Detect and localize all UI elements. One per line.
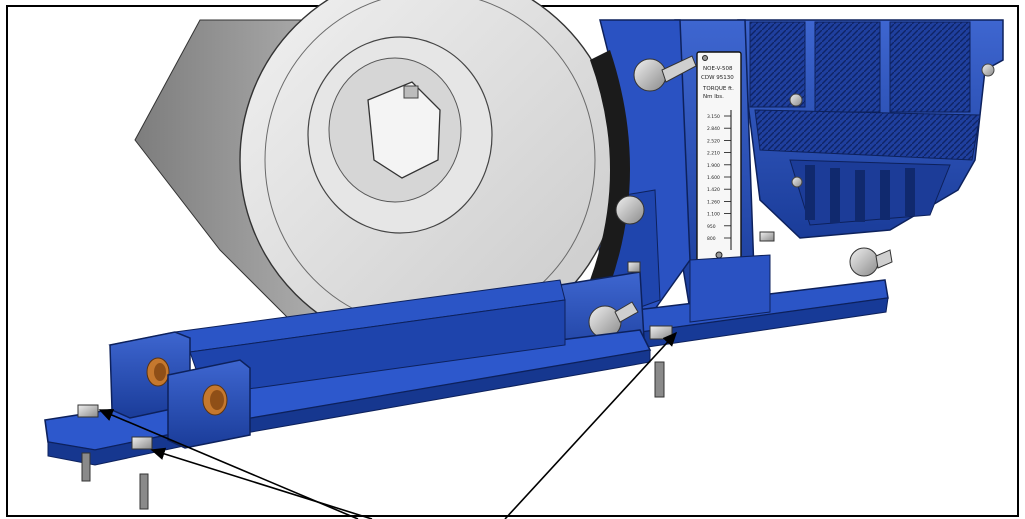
- nameplate-serial: CDW 95130: [701, 75, 734, 81]
- hex-bolt-icon: [77, 404, 99, 482]
- pivot-pin-mid: [615, 195, 645, 225]
- clevis-block-right: [167, 359, 251, 449]
- nameplate-torque-header-1: TORQUE ft.: [702, 86, 734, 92]
- hex-bolt-icon: [759, 231, 775, 242]
- torque-scale-label: 1.900: [707, 163, 720, 169]
- nameplate: NOE-V-508 CDW 95130 TORQUE ft. Nm lbs. 3…: [696, 51, 742, 265]
- torque-scale-label: 1.100: [707, 212, 720, 218]
- hex-bolt-icon: [131, 436, 153, 510]
- torque-scale: 3.150 2.840 2.520 2.210 1.900 1.600 1.420 1.260…: [707, 114, 731, 242]
- torque-scale-label: 2.840: [707, 126, 720, 132]
- torque-scale-label: 950: [707, 224, 716, 230]
- torque-scale-label: 2.520: [707, 138, 720, 144]
- pivot-pin-right: [849, 247, 893, 277]
- torque-scale-label: 2.210: [707, 151, 720, 157]
- torque-scale-label: 1.420: [707, 187, 720, 193]
- nameplate-torque-header-2: Nm lbs.: [703, 94, 724, 100]
- torque-scale-label: 1.600: [707, 175, 720, 181]
- brake-drum-icon: [134, 0, 630, 351]
- callout-arrow-icon: [98, 331, 678, 519]
- torque-scale-label: 1.260: [707, 199, 720, 205]
- pivot-pin-upper: [633, 55, 697, 92]
- thruster-motor-icon: [737, 19, 1004, 239]
- hex-bolt-icon: [627, 261, 641, 273]
- nameplate-model: NOE-V-508: [703, 66, 733, 72]
- torque-scale-label: 800: [707, 236, 716, 242]
- torque-scale-label: 3.150: [707, 114, 720, 120]
